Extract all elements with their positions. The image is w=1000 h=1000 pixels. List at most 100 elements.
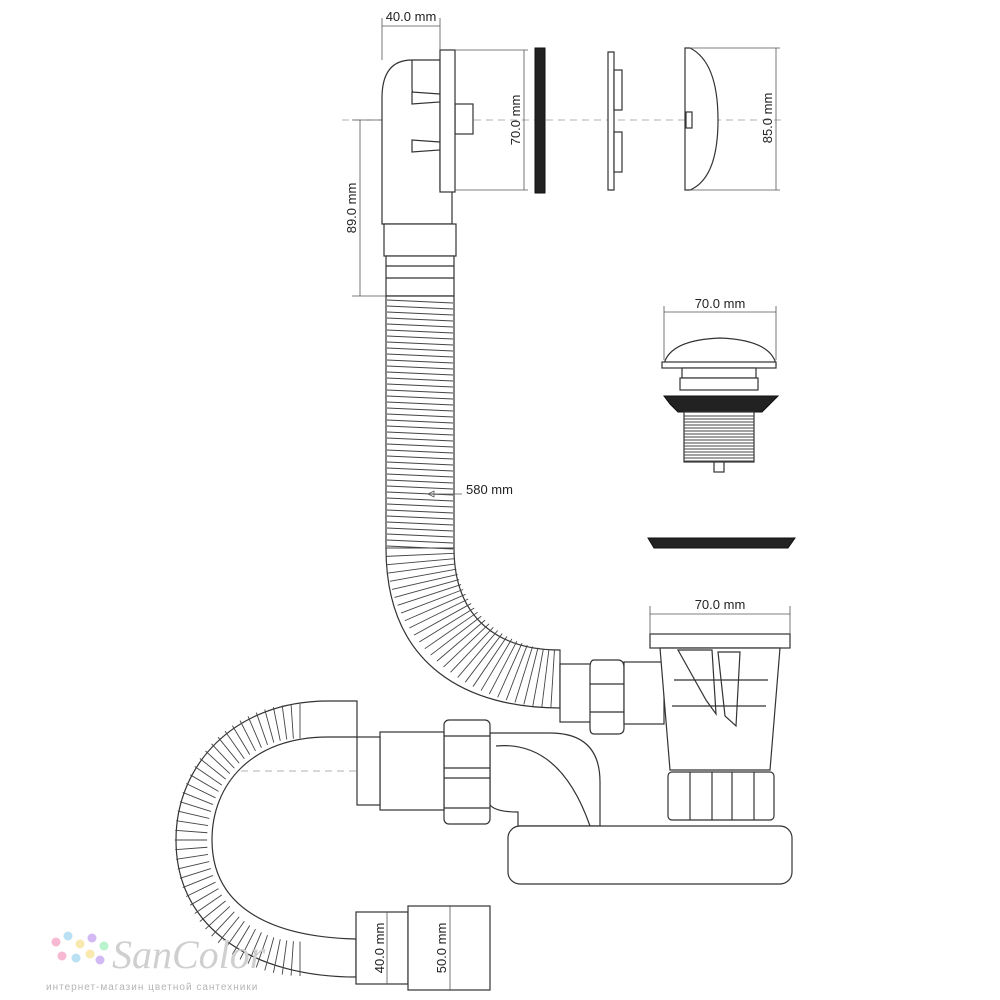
watermark-dot xyxy=(87,933,97,943)
hose-rib xyxy=(457,630,499,678)
hose-rib xyxy=(418,607,475,643)
hose-rib xyxy=(424,611,478,650)
hose-rib xyxy=(386,449,454,454)
hose-rib xyxy=(264,937,275,971)
hose-rib xyxy=(464,633,503,683)
hose-rib xyxy=(189,774,219,792)
hose-rib xyxy=(386,497,454,502)
dim-plug-diameter xyxy=(663,306,777,360)
hose-rib xyxy=(386,365,454,370)
hose-rib xyxy=(386,335,454,340)
hose-rib xyxy=(281,940,288,975)
hose-rib xyxy=(386,431,454,436)
dim-outlet-outer-label: 50.0 mm xyxy=(434,923,449,974)
hose-rib xyxy=(205,750,231,774)
watermark-dot xyxy=(85,949,95,959)
hose-rib xyxy=(443,623,490,668)
hose-rib xyxy=(182,875,214,888)
hose-rib xyxy=(386,473,454,478)
drain-plug-threads xyxy=(684,415,754,462)
hose-rib xyxy=(239,928,256,960)
hose-rib xyxy=(189,888,219,906)
hose-drain-connector xyxy=(559,663,593,723)
hose-rib xyxy=(386,371,454,376)
dim-overflow-cap-height xyxy=(690,47,780,191)
hose-rib xyxy=(386,485,454,490)
hose-rib xyxy=(400,589,464,614)
hose-rib xyxy=(175,846,208,851)
outlet-hose-collar xyxy=(355,911,409,985)
dim-overflow-flange-height xyxy=(455,49,528,191)
hose-rib xyxy=(176,820,209,826)
hose-rib xyxy=(386,503,454,508)
hose-rib xyxy=(290,941,294,976)
hose-rib xyxy=(386,353,454,358)
hose-rib xyxy=(404,593,466,622)
drain-body xyxy=(659,647,781,771)
hose-rib xyxy=(386,317,454,322)
watermark-dot xyxy=(63,931,73,941)
outlet-hose xyxy=(175,700,358,978)
hose-rib xyxy=(386,461,454,466)
hose-rib xyxy=(497,643,523,698)
hose-rib xyxy=(386,419,454,424)
hose-rib xyxy=(386,467,454,472)
hose-rib xyxy=(211,743,235,769)
hose-rib xyxy=(386,443,454,448)
hose-rib xyxy=(177,861,210,870)
hose-rib xyxy=(231,925,251,955)
hose-rib xyxy=(450,626,494,673)
overflow-hose xyxy=(385,295,561,709)
dim-overflow-drop xyxy=(352,119,386,297)
hose-rib xyxy=(217,916,240,944)
hose-rib xyxy=(217,736,240,764)
hose-rib xyxy=(255,712,268,746)
hose-rib xyxy=(386,311,454,316)
hose-rib xyxy=(472,636,508,687)
hose-rib xyxy=(281,705,288,740)
hose-rib xyxy=(505,644,528,701)
hose-rib xyxy=(179,801,212,812)
hose-rib xyxy=(480,638,513,691)
watermark-brand: SanColor xyxy=(112,932,266,977)
dim-overflow-depth xyxy=(381,18,441,60)
hose-rib xyxy=(391,573,458,590)
hose-rib xyxy=(386,437,454,442)
hose-rib xyxy=(224,730,245,759)
hose-rib xyxy=(272,939,281,973)
hose-rib xyxy=(386,407,454,412)
watermark-dot xyxy=(95,955,105,965)
hose-rib xyxy=(247,716,262,748)
watermark-dot xyxy=(71,953,81,963)
hose-rib xyxy=(394,579,460,598)
dim-hose-length-label: 580 mm xyxy=(466,482,513,497)
hose-rib xyxy=(272,707,281,741)
drain-body-nut xyxy=(667,771,775,821)
outlet-hose-ribs xyxy=(174,704,301,976)
hose-rib xyxy=(436,619,486,662)
hose-rib xyxy=(386,377,454,382)
hose-rib xyxy=(386,545,454,550)
watermark-dot xyxy=(51,937,61,947)
hose-rib xyxy=(386,305,454,310)
hose-rib xyxy=(224,921,245,950)
hose-rib xyxy=(386,299,454,304)
siphon-elbow xyxy=(489,732,601,827)
hose-rib xyxy=(194,766,223,786)
hose-rib xyxy=(532,648,544,707)
hose-rib xyxy=(194,894,223,914)
hose-rib xyxy=(185,881,216,897)
watermark: SanColor интернет-магазин цветной сантех… xyxy=(46,931,266,993)
dim-plug-diameter-label: 70.0 mm xyxy=(695,296,746,311)
dim-overflow-drop-label: 89.0 mm xyxy=(344,183,359,234)
hose-rib xyxy=(386,479,454,484)
overflow-flange xyxy=(439,49,456,193)
hose-rib xyxy=(386,401,454,406)
hose-rib xyxy=(386,425,454,430)
overflow-plate xyxy=(607,51,623,191)
hose-rib xyxy=(386,323,454,328)
overflow-hose-ribs xyxy=(386,299,561,708)
hose-rib xyxy=(386,389,454,394)
hose-rib xyxy=(239,720,256,752)
hose-rib xyxy=(177,810,210,819)
